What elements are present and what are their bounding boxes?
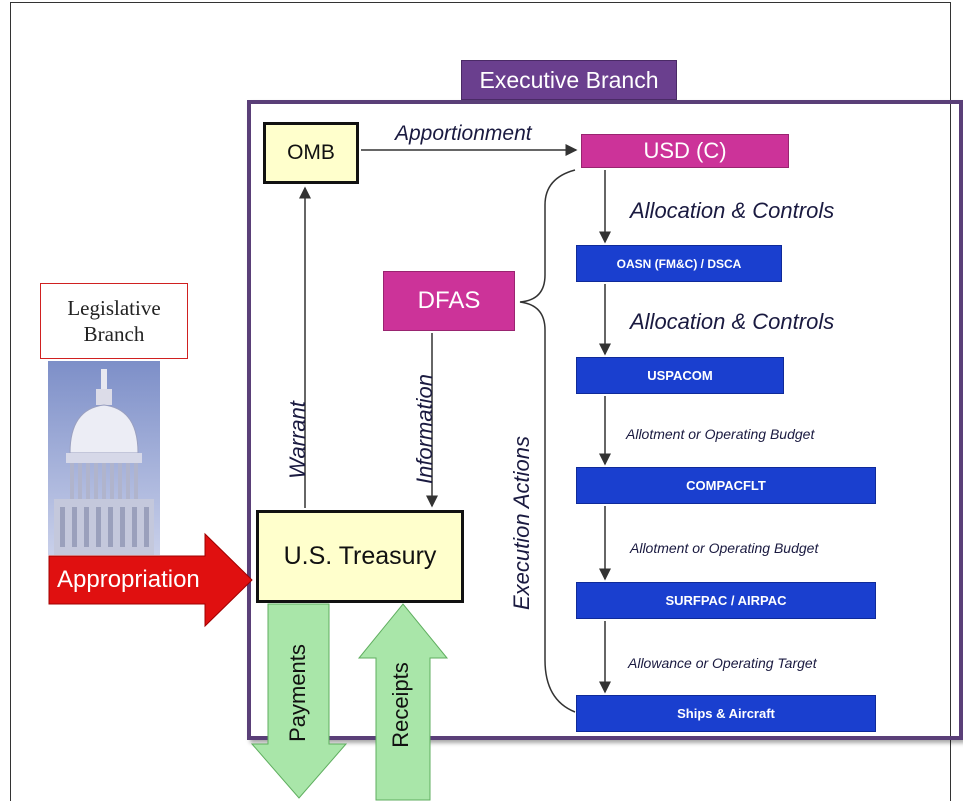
- executive-branch-container: [247, 100, 963, 740]
- executive-branch-label: Executive Branch: [461, 60, 677, 100]
- receipts-label: Receipts: [388, 662, 413, 748]
- omb-box: OMB: [263, 122, 359, 184]
- warrant-label: Warrant: [285, 401, 310, 479]
- ships-aircraft-box: Ships & Aircraft: [576, 695, 876, 732]
- lower-brace: [544, 340, 576, 713]
- oasn-box: OASN (FM&C) / DSCA: [576, 245, 782, 282]
- outer-frame: [10, 2, 951, 801]
- execution-actions-label: Execution Actions: [509, 435, 534, 611]
- uspacom-box: USPACOM: [576, 357, 784, 394]
- upper-brace: [519, 169, 576, 340]
- receipts-arrow: [357, 603, 449, 801]
- treasury-box: U.S. Treasury: [256, 510, 464, 603]
- legislative-line2: Branch: [83, 322, 145, 346]
- usdc-box: USD (C): [581, 134, 789, 168]
- information-label: Information: [412, 373, 437, 485]
- appropriation-label: Appropriation: [57, 566, 200, 593]
- allocation-controls-label-2: Allocation & Controls: [630, 309, 835, 334]
- capitol-building-image: [48, 361, 160, 555]
- allowance-label: Allowance or Operating Target: [628, 655, 817, 671]
- legislative-line1: Legislative: [67, 295, 161, 320]
- allocation-controls-label-1: Allocation & Controls: [630, 198, 835, 223]
- payments-arrow: [250, 603, 348, 799]
- surfpac-airpac-box: SURFPAC / AIRPAC: [576, 582, 876, 619]
- compacflt-box: COMPACFLT: [576, 467, 876, 504]
- apportionment-label: Apportionment: [395, 122, 532, 145]
- legislative-branch-box: Legislative Branch: [40, 283, 188, 359]
- payments-label: Payments: [285, 644, 310, 742]
- allotment-label-2: Allotment or Operating Budget: [630, 540, 819, 556]
- allotment-label-1: Allotment or Operating Budget: [626, 426, 815, 442]
- appropriation-arrow: [48, 532, 253, 628]
- dfas-box: DFAS: [383, 271, 515, 331]
